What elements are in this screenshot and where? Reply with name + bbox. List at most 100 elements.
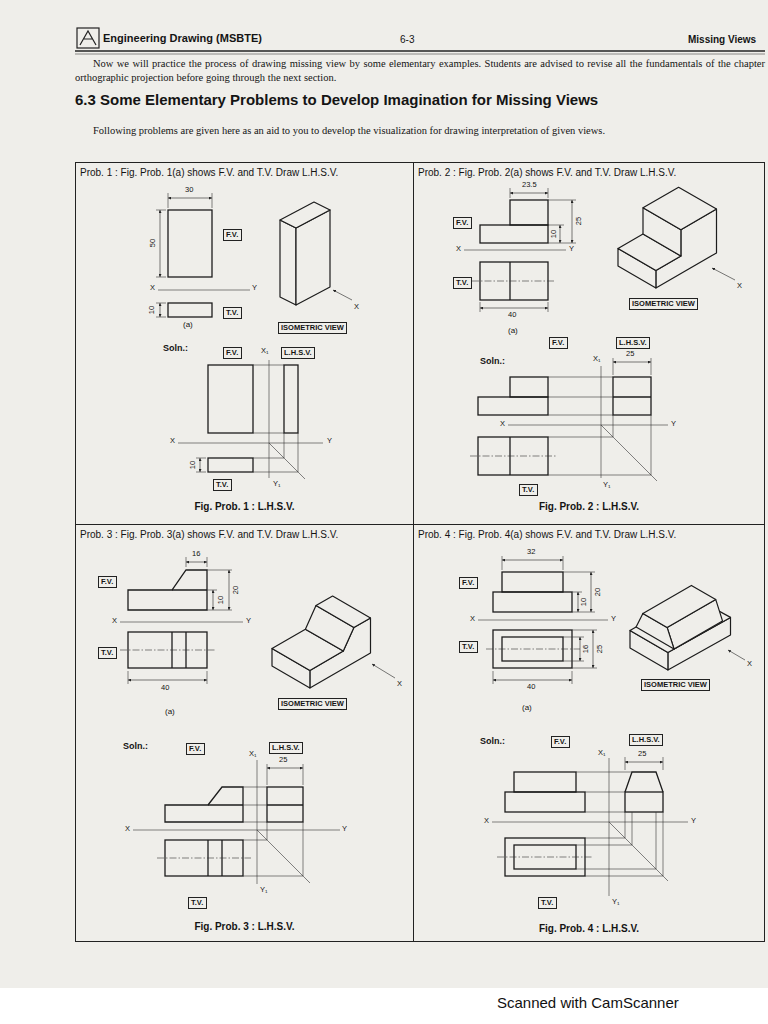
projection-line (625, 762, 663, 763)
view-label: L.H.S.V. (632, 735, 660, 744)
projection-line (625, 757, 626, 770)
dimension-line (563, 572, 595, 573)
projection-line (253, 458, 284, 459)
dimension: 16 (192, 550, 200, 558)
solution-label: Soln.: (480, 357, 505, 366)
view-label: F.V. (456, 218, 468, 227)
view-label-box: F.V. (459, 577, 478, 589)
projection-line (585, 838, 625, 839)
dimension: 32 (527, 548, 535, 556)
axis-label: X (354, 303, 359, 311)
projection-line (632, 812, 633, 845)
isometric-drawing (643, 585, 716, 627)
orthographic-drawing (472, 281, 556, 282)
projection-line (548, 358, 657, 481)
problem-statement: Prob. 1 : Fig. Prob. 1(a) shows F.V. and… (80, 167, 409, 179)
dimension-line (572, 592, 582, 593)
orthographic-drawing (480, 225, 548, 243)
view-label-box: T.V. (519, 484, 538, 496)
dimension-line (572, 200, 573, 243)
dimension-line (510, 188, 511, 198)
projection-line (576, 845, 632, 846)
dimension-line (156, 277, 166, 278)
view-label-box: F.V. (551, 736, 570, 748)
dimension-line (578, 592, 579, 612)
dimension: 10 (189, 461, 197, 469)
problem-statement: Prob. 2 : Fig. Prob. 2(a) shows F.V. and… (418, 167, 760, 179)
orthographic-drawing (158, 290, 250, 291)
dimension: 25 (596, 645, 604, 653)
projection-line (253, 433, 284, 434)
isometric-drawing (272, 596, 395, 688)
isometric-drawing (316, 596, 371, 628)
dimension-line (548, 188, 549, 198)
axis-label: X (737, 282, 742, 290)
projection-line (267, 822, 268, 840)
figure-label: (a) (522, 704, 532, 712)
dimension-line (502, 556, 503, 570)
dimension-line (548, 200, 576, 201)
view-label-box: T.V. (213, 479, 232, 491)
projection-line (609, 822, 668, 881)
axis-label: Y (691, 817, 696, 825)
axis-label: X₁ (593, 355, 601, 363)
isometric-drawing (630, 585, 745, 670)
projection-line (585, 812, 625, 813)
dimension: 10 (580, 598, 588, 606)
projection-line (243, 787, 267, 788)
view-label-box: L.H.S.V. (281, 347, 315, 359)
dimension-line (186, 562, 207, 563)
orthographic-drawing (178, 443, 323, 444)
orthographic-drawing (478, 620, 608, 621)
projection-line (243, 876, 303, 877)
header-logo (77, 28, 99, 48)
axis-label: X (456, 245, 461, 253)
dimension: 10 (148, 306, 156, 314)
projection-line (303, 764, 304, 785)
dimension: 20 (232, 586, 240, 594)
orthographic-drawing (267, 804, 303, 805)
dimension: 10 (217, 596, 225, 604)
dimension-line (502, 560, 563, 561)
axis-label: X (112, 617, 117, 625)
projection-line (613, 362, 651, 363)
axis-label: Y (671, 420, 676, 428)
dimension-line (572, 612, 595, 613)
dimension-line (156, 317, 166, 318)
orthographic-drawing (505, 792, 585, 812)
projection-line (625, 812, 626, 838)
projection-line (284, 433, 285, 458)
orthographic-drawing (168, 303, 212, 317)
projection-line (243, 840, 267, 841)
axis-label: Y (611, 615, 616, 623)
view-label: L.H.S.V. (272, 743, 300, 752)
axis-label: Y₁ (260, 886, 268, 894)
isometric-drawing (333, 290, 352, 300)
orthographic-drawing (208, 365, 253, 433)
view-label: F.V. (189, 744, 201, 753)
view-label-box: L.H.S.V. (629, 734, 663, 746)
view-label: F.V. (554, 737, 566, 746)
orthographic-drawing (497, 857, 593, 858)
projection-line (548, 437, 613, 438)
dimension-line (212, 193, 213, 208)
scan-margin (0, 988, 768, 1024)
dimension-line (480, 302, 481, 312)
orthographic-drawing (267, 787, 303, 822)
projection-line (196, 472, 206, 473)
orthographic-drawing (120, 570, 243, 668)
orthographic-drawing (120, 622, 243, 623)
projection-line (269, 443, 305, 479)
view-label: F.V. (101, 577, 113, 586)
projection-line (548, 415, 613, 416)
header-rule (75, 54, 765, 55)
view-label: T.V. (456, 278, 468, 287)
solution-label: Soln.: (123, 742, 148, 751)
orthographic-drawing (464, 200, 566, 300)
scan-margin (0, 988, 768, 1024)
axis-label: X (747, 660, 752, 668)
isometric-drawing (712, 268, 735, 280)
orthographic-drawing (120, 650, 215, 651)
view-label: F.V. (552, 338, 564, 347)
